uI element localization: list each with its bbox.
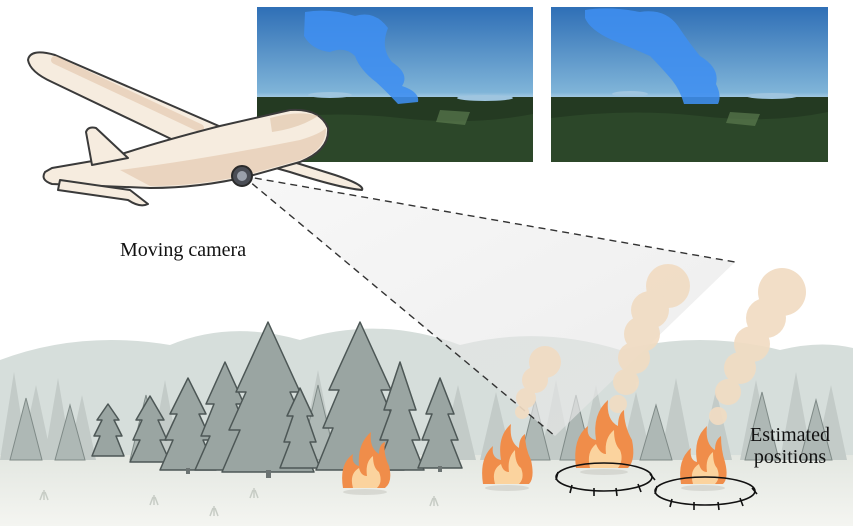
estimated-position-marker bbox=[654, 476, 758, 511]
grass-tufts bbox=[39, 488, 439, 517]
tree bbox=[129, 395, 171, 463]
view-ray-lower bbox=[242, 175, 556, 437]
camera-frame-1 bbox=[257, 7, 533, 162]
estimated-label-line2: positions bbox=[753, 446, 827, 468]
tree bbox=[91, 403, 125, 457]
moving-camera-label: Moving camera bbox=[120, 239, 247, 261]
smoke-mask bbox=[585, 8, 720, 104]
tree bbox=[159, 377, 217, 471]
tree bbox=[417, 377, 463, 469]
estimated-label-line1: Estimated bbox=[750, 424, 830, 446]
airplane-icon bbox=[27, 51, 364, 207]
estimated-positions-label: Estimated positions bbox=[750, 424, 830, 468]
camera-frame-2 bbox=[551, 7, 828, 162]
tree bbox=[279, 387, 321, 469]
fire-icon bbox=[342, 432, 391, 495]
fire-icon bbox=[575, 400, 634, 475]
fire-icon bbox=[482, 424, 533, 491]
fire-icon bbox=[680, 426, 727, 491]
smoke-icon bbox=[515, 346, 561, 419]
foreground-trees bbox=[91, 321, 463, 473]
smoke-mask bbox=[304, 10, 419, 105]
estimated-position-marker bbox=[555, 462, 656, 497]
smoke-icon bbox=[609, 264, 690, 413]
smoke-icon bbox=[709, 268, 806, 425]
tree bbox=[375, 361, 425, 471]
camera-icon bbox=[231, 165, 253, 187]
